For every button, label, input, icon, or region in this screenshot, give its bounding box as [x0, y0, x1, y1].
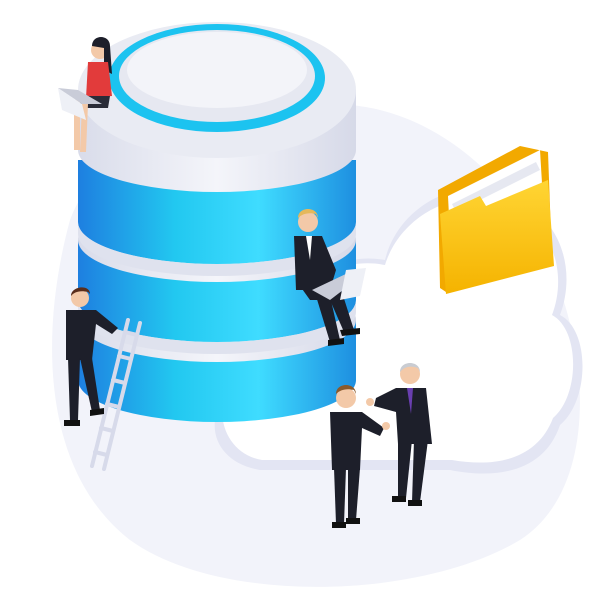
folder-icon [438, 146, 554, 294]
ladder [90, 318, 142, 471]
database-server-stack [78, 22, 356, 422]
woman-with-laptop [58, 37, 112, 152]
man-on-ladder [64, 287, 118, 426]
businessmen-handshake [330, 363, 432, 528]
man-with-laptop [294, 209, 366, 346]
